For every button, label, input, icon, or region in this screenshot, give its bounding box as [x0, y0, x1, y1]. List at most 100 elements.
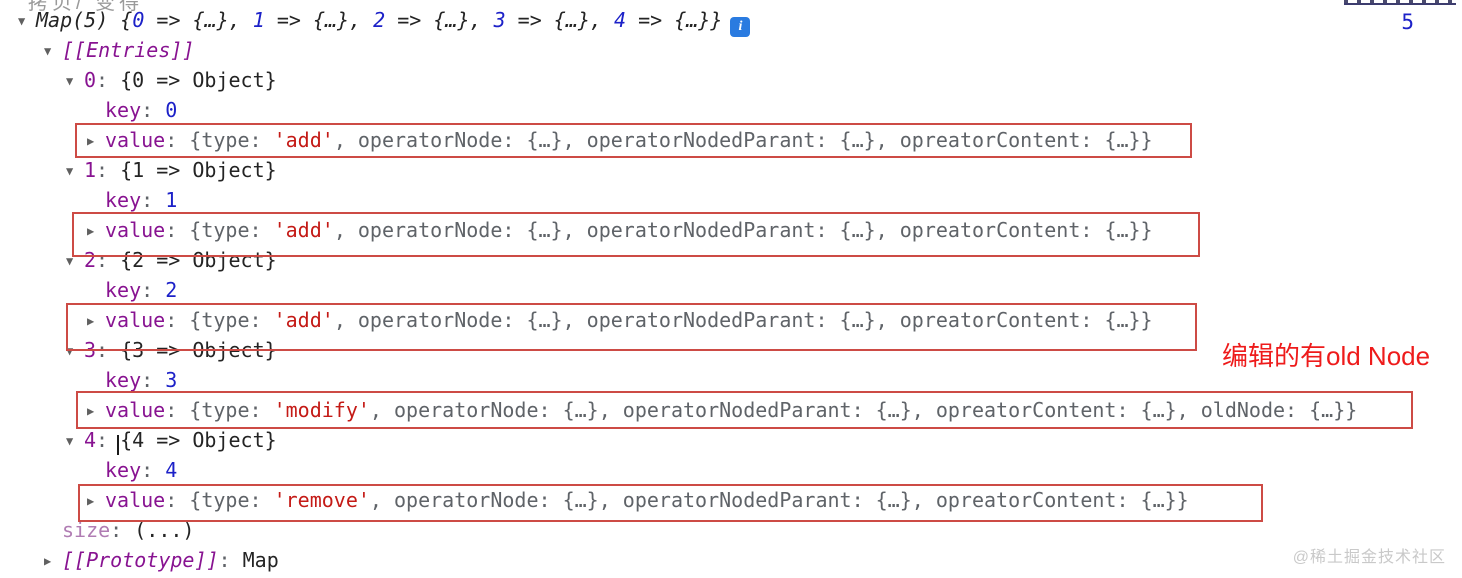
tree-row: ▶ value: {type: 'add', operatorNode: {…},… — [0, 125, 1462, 155]
token: Map — [242, 548, 279, 572]
token: [[Prototype]] — [62, 548, 219, 572]
expand-triangle-icon[interactable]: ▶ — [87, 404, 95, 418]
expand-triangle-icon[interactable]: ▶ — [44, 554, 52, 568]
text-caret — [117, 435, 119, 455]
token: => {…}} — [626, 8, 723, 32]
token: 0 — [165, 98, 178, 122]
token: : — [141, 458, 166, 482]
token: {4 => Object} — [120, 428, 277, 452]
tree-row: key: 3 — [0, 365, 1462, 395]
token: {1 => Object} — [120, 158, 277, 182]
token: 1 — [165, 188, 178, 212]
token: , operatorNode: {…}, operatorNodedParant… — [369, 398, 1358, 422]
token: 4 — [165, 458, 178, 482]
token: {2 => Object} — [120, 248, 277, 272]
info-icon[interactable]: i — [730, 17, 751, 37]
token: 3 — [84, 338, 97, 362]
collapse-triangle-icon[interactable]: ▼ — [44, 44, 52, 58]
token: 0 — [84, 68, 97, 92]
tree-row: key: 0 — [0, 95, 1462, 125]
tree-row: ▶ [[Prototype]]: Map — [0, 545, 1462, 575]
token: 'add' — [273, 218, 334, 242]
token: : {type: — [165, 128, 274, 152]
token: , operatorNode: {…}, operatorNodedParant… — [333, 218, 1153, 242]
token: , operatorNode: {…}, operatorNodedParant… — [333, 308, 1153, 332]
tree-row: ▶value: {type: 'add', operatorNode: {…},… — [0, 305, 1462, 335]
console-result-value: 5 — [1401, 10, 1414, 34]
collapse-triangle-icon[interactable]: ▼ — [18, 14, 26, 28]
token: : — [218, 548, 243, 572]
expand-triangle-icon[interactable]: ▶ — [87, 224, 95, 238]
expand-triangle-icon[interactable]: ▶ — [87, 134, 95, 148]
tree-row: ▼ 3: {3 => Object} — [0, 335, 1462, 365]
token: , operatorNode: {…}, operatorNodedParant… — [369, 488, 1189, 512]
token: value — [105, 398, 166, 422]
collapse-triangle-icon[interactable]: ▼ — [66, 164, 74, 178]
token: => {…}, — [385, 8, 494, 32]
tree-row: key: 2 — [0, 275, 1462, 305]
token: (...) — [134, 518, 195, 542]
token: 2 — [373, 8, 386, 32]
token: : — [96, 158, 121, 182]
token: : — [110, 518, 135, 542]
tree-row: key: 4 — [0, 455, 1462, 485]
token: value — [105, 308, 166, 332]
token: : — [141, 188, 166, 212]
token: : {type: — [165, 488, 274, 512]
token: 'modify' — [273, 398, 370, 422]
token: : — [96, 68, 121, 92]
token: 1 — [84, 158, 97, 182]
token: 3 — [493, 8, 506, 32]
token: => {…}, — [505, 8, 615, 32]
truncated-top-left-text: 拷贝/ 变得 — [28, 0, 144, 14]
collapse-triangle-icon[interactable]: ▼ — [66, 434, 74, 448]
token: {3 => Object} — [120, 338, 277, 362]
token: value — [105, 488, 166, 512]
expand-triangle-icon[interactable]: ▶ — [87, 494, 95, 508]
token: value — [105, 218, 166, 242]
token: , operatorNode: {…}, operatorNodedParant… — [333, 128, 1153, 152]
token: : {type: — [165, 218, 274, 242]
tree-row: ▼ Map(5) {0 => {…}, 1 => {…}, 2 => {…}, 3… — [0, 5, 1462, 37]
token: : — [141, 368, 166, 392]
token: : — [96, 428, 121, 452]
token: Map(5) { — [36, 8, 133, 32]
tree-row: ▶ value: {type: 'add', operatorNode: {…},… — [0, 215, 1462, 245]
tree-row: ▼ 4: {4 => Object} — [0, 425, 1462, 455]
token: : — [96, 338, 121, 362]
token: : {type: — [165, 398, 274, 422]
token: => {…}, — [144, 8, 253, 32]
token: [[Entries]] — [62, 38, 195, 62]
truncated-source-link[interactable] — [1344, 0, 1456, 5]
token: 0 — [132, 8, 145, 32]
tree-row: ▼ [[Entries]] — [0, 35, 1462, 65]
tree-row: ▼ 1: {1 => Object} — [0, 155, 1462, 185]
token: 3 — [165, 368, 178, 392]
collapse-triangle-icon[interactable]: ▼ — [66, 74, 74, 88]
token: 2 — [165, 278, 178, 302]
collapse-triangle-icon[interactable]: ▼ — [66, 254, 74, 268]
token: 'add' — [273, 128, 334, 152]
token: : {type: — [165, 308, 274, 332]
token: size — [62, 518, 111, 542]
collapse-triangle-icon[interactable]: ▼ — [66, 344, 74, 358]
token: : — [96, 248, 121, 272]
watermark: @稀土掘金技术社区 — [1292, 549, 1446, 566]
token: {0 => Object} — [120, 68, 277, 92]
token: 'remove' — [273, 488, 370, 512]
expand-triangle-icon[interactable]: ▶ — [87, 314, 95, 328]
tree-row: ▼ 2: {2 => Object} — [0, 245, 1462, 275]
token: value — [105, 128, 166, 152]
token: 1 — [252, 8, 265, 32]
token: : — [141, 98, 166, 122]
token: key — [105, 98, 142, 122]
token: 4 — [84, 428, 97, 452]
token: key — [105, 368, 142, 392]
token: key — [105, 278, 142, 302]
tree-row: ▼ 0: {0 => Object} — [0, 65, 1462, 95]
token: key — [105, 188, 142, 212]
token: key — [105, 458, 142, 482]
token: 2 — [84, 248, 97, 272]
token: => {…}, — [264, 8, 374, 32]
console-tree: ▼Map(5) {0 => {…}, 1 => {…}, 2 => {…}, 3… — [0, 5, 1462, 575]
